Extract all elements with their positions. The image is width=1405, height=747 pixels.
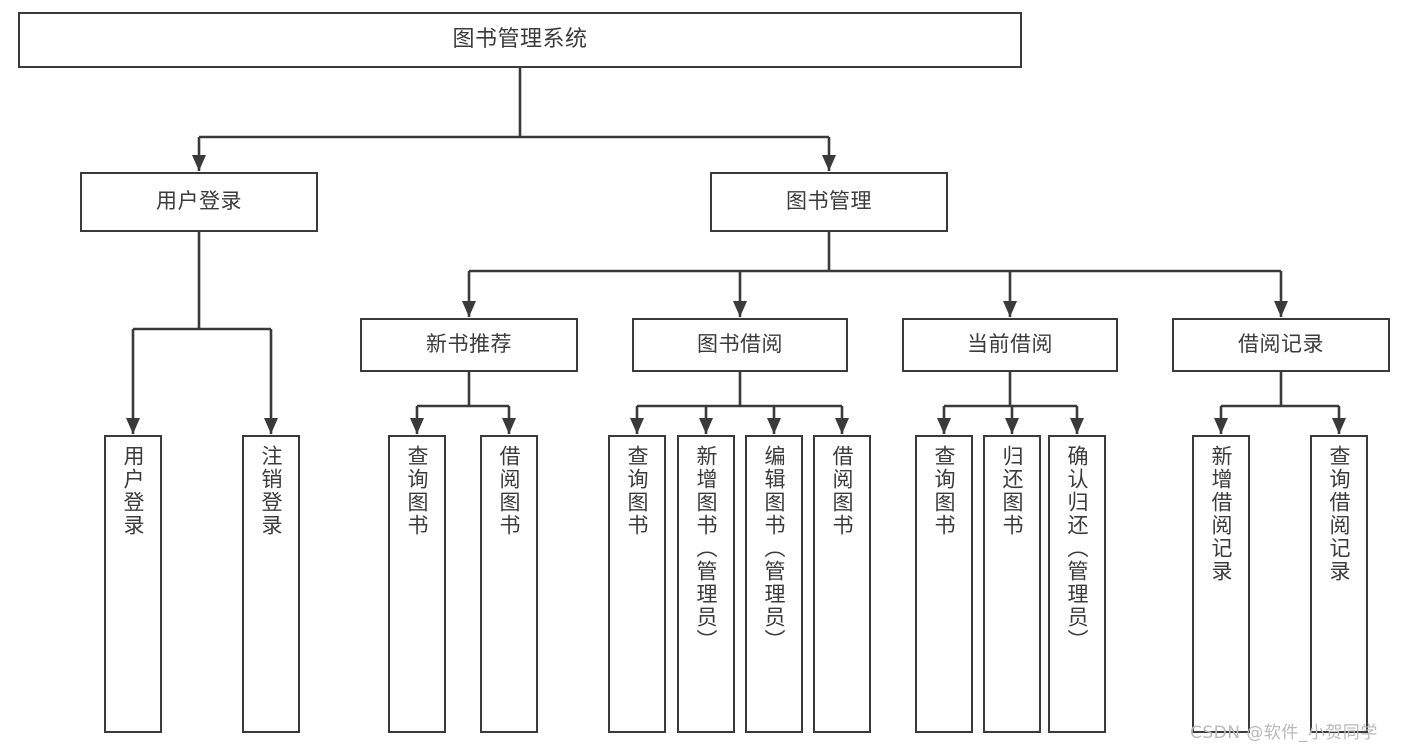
- node-current-borrow[interactable]: 当前借阅: [902, 318, 1118, 372]
- node-user-login[interactable]: 用户登录: [80, 172, 318, 232]
- node-leaf-return-book[interactable]: 归还图书: [983, 435, 1041, 733]
- node-leaf-user-login[interactable]: 用户登录: [104, 435, 162, 733]
- arrowhead-leaf-add-book: [699, 418, 713, 434]
- node-leaf-user-logout[interactable]: 注销登录: [242, 435, 300, 733]
- node-borrow-record[interactable]: 借阅记录: [1172, 318, 1390, 372]
- node-leaf-query-book-3[interactable]: 查询图书: [915, 435, 973, 733]
- arrowhead-leaf-borrow-book-2: [835, 418, 849, 434]
- node-leaf-query-book-2[interactable]: 查询图书: [608, 435, 666, 733]
- node-label: 确认归还（管理员）: [1065, 445, 1090, 652]
- node-label: 图书管理: [786, 189, 872, 214]
- node-new-book-rec[interactable]: 新书推荐: [360, 318, 578, 372]
- arrowhead-borrow-record: [1274, 301, 1288, 317]
- arrowhead-book-manage: [822, 155, 836, 171]
- arrowhead-leaf-query-book-2: [630, 418, 644, 434]
- arrowhead-leaf-return-book: [1005, 418, 1019, 434]
- arrowhead-leaf-query-book-3: [937, 418, 951, 434]
- node-book-borrow[interactable]: 图书借阅: [632, 318, 848, 372]
- node-label: 图书管理系统: [452, 26, 588, 52]
- node-label: 查询图书: [405, 445, 430, 537]
- arrowhead-leaf-user-login: [126, 418, 140, 434]
- node-label: 用户登录: [156, 189, 242, 214]
- node-label: 借阅图书: [497, 445, 522, 537]
- node-book-manage[interactable]: 图书管理: [710, 172, 948, 232]
- node-leaf-query-record[interactable]: 查询借阅记录: [1310, 435, 1368, 733]
- arrowhead-leaf-query-book-1: [410, 418, 424, 434]
- arrowhead-book-borrow: [733, 301, 747, 317]
- node-label: 归还图书: [1000, 445, 1025, 537]
- node-leaf-confirm-return[interactable]: 确认归还（管理员）: [1048, 435, 1106, 733]
- node-leaf-edit-book[interactable]: 编辑图书（管理员）: [745, 435, 803, 733]
- node-label: 借阅图书: [830, 445, 855, 537]
- arrowhead-user-login: [192, 155, 206, 171]
- node-label: 用户登录: [121, 445, 146, 537]
- node-label: 借阅记录: [1238, 332, 1324, 357]
- node-label: 新增图书（管理员）: [694, 445, 719, 652]
- arrowhead-leaf-user-logout: [264, 418, 278, 434]
- node-leaf-borrow-book-2[interactable]: 借阅图书: [813, 435, 871, 733]
- node-leaf-query-book-1[interactable]: 查询图书: [388, 435, 446, 733]
- arrowhead-leaf-confirm-return: [1070, 418, 1084, 434]
- node-leaf-add-record[interactable]: 新增借阅记录: [1192, 435, 1250, 733]
- arrowhead-leaf-add-record: [1214, 418, 1228, 434]
- arrowhead-leaf-query-record: [1332, 418, 1346, 434]
- node-leaf-add-book[interactable]: 新增图书（管理员）: [677, 435, 735, 733]
- node-label: 新增借阅记录: [1209, 445, 1234, 583]
- arrowhead-leaf-edit-book: [767, 418, 781, 434]
- node-label: 查询图书: [932, 445, 957, 537]
- node-label: 图书借阅: [697, 332, 783, 357]
- node-leaf-borrow-book-1[interactable]: 借阅图书: [480, 435, 538, 733]
- node-label: 新书推荐: [426, 332, 512, 357]
- arrowhead-new-book-rec: [462, 301, 476, 317]
- node-label: 查询图书: [625, 445, 650, 537]
- csdn-watermark: CSDN @软件_小贺同学: [1190, 723, 1378, 743]
- node-label: 当前借阅: [967, 332, 1053, 357]
- node-root[interactable]: 图书管理系统: [18, 12, 1022, 68]
- node-label: 注销登录: [259, 445, 284, 537]
- node-label: 编辑图书（管理员）: [762, 445, 787, 652]
- node-label: 查询借阅记录: [1327, 445, 1352, 583]
- arrowhead-leaf-borrow-book-1: [502, 418, 516, 434]
- arrowhead-current-borrow: [1003, 301, 1017, 317]
